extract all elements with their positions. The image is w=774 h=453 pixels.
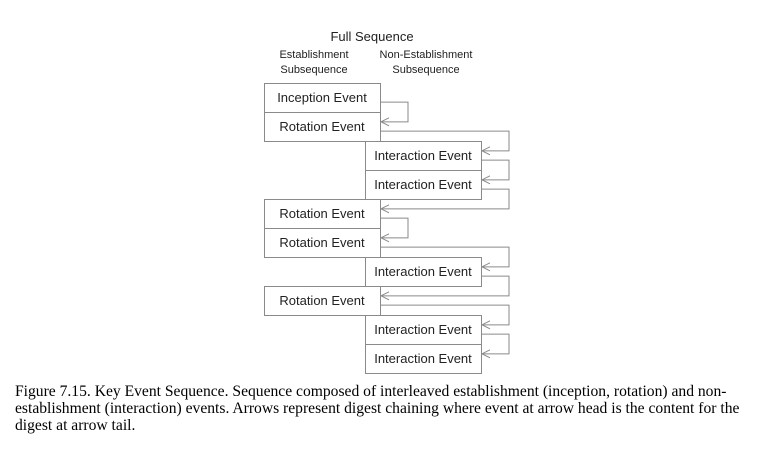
- event-label: Inception Event: [277, 90, 367, 105]
- header-establishment-line2: Subsequence: [280, 64, 347, 76]
- event-box: Interaction Event: [365, 344, 482, 374]
- digest-chain-arrow: [380, 101, 409, 123]
- header-non-establishment-line2: Subsequence: [392, 64, 459, 76]
- event-label: Interaction Event: [374, 322, 472, 337]
- key-event-sequence-diagram: Full Sequence Establishment Subsequence …: [264, 29, 510, 374]
- event-label: Rotation Event: [279, 293, 365, 308]
- digest-chain-arrow: [481, 159, 510, 181]
- event-label: Interaction Event: [374, 264, 472, 279]
- event-box: Rotation Event: [264, 199, 381, 229]
- header-non-establishment-line1: Non-Establishment: [380, 49, 473, 61]
- event-box: Interaction Event: [365, 170, 482, 200]
- event-box: Interaction Event: [365, 315, 482, 345]
- event-label: Rotation Event: [279, 206, 365, 221]
- figure-caption: Figure 7.15. Key Event Sequence. Sequenc…: [15, 383, 740, 434]
- event-label: Rotation Event: [279, 235, 365, 250]
- event-box: Interaction Event: [365, 141, 482, 171]
- event-box: Rotation Event: [264, 286, 381, 316]
- digest-chain-arrow: [381, 188, 510, 210]
- event-label: Interaction Event: [374, 148, 472, 163]
- event-box: Inception Event: [264, 83, 381, 113]
- event-label: Rotation Event: [279, 119, 365, 134]
- header-establishment-line1: Establishment: [279, 49, 348, 61]
- digest-chain-arrow: [380, 304, 510, 326]
- digest-chain-arrow: [481, 333, 510, 355]
- header-title: Full Sequence: [330, 29, 413, 44]
- event-label: Interaction Event: [374, 177, 472, 192]
- event-box: Rotation Event: [264, 112, 381, 142]
- digest-chain-arrow: [380, 130, 510, 152]
- digest-chain-arrow: [381, 275, 510, 297]
- event-label: Interaction Event: [374, 351, 472, 366]
- event-box: Rotation Event: [264, 228, 381, 258]
- event-box: Interaction Event: [365, 257, 482, 287]
- digest-chain-arrow: [380, 246, 510, 268]
- digest-chain-arrow: [380, 217, 409, 239]
